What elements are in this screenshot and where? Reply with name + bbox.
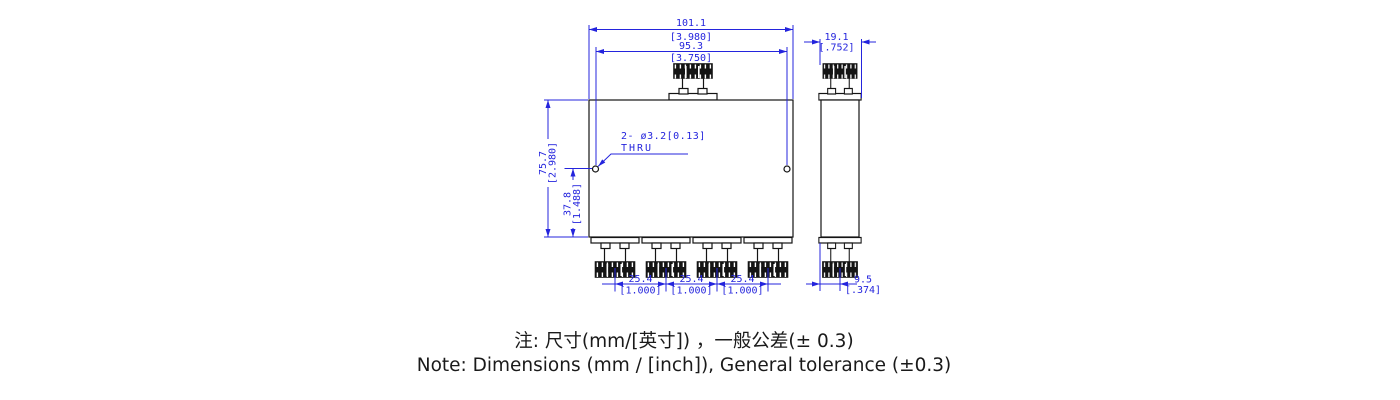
hole-callout-size-label: 2- ø3.2[0.13] bbox=[621, 131, 706, 142]
extension-lines bbox=[588, 25, 794, 99]
dim-side-width: 19.1 [.752] bbox=[804, 32, 876, 98]
body-height-mm-label: 75.7 bbox=[538, 151, 549, 175]
front-view bbox=[588, 62, 794, 279]
dimension-arrow bbox=[596, 49, 604, 54]
hole-callout-thru-label: THRU bbox=[621, 143, 653, 154]
dimension-arrow bbox=[545, 229, 551, 237]
text-mask bbox=[546, 139, 556, 187]
note-line-cn: 注: 尺寸(mm/[英寸]) ，一般公差(± 0.3) bbox=[514, 331, 854, 352]
port-centerlines bbox=[614, 268, 769, 292]
overall-width-inch-label: [3.980] bbox=[670, 32, 712, 43]
dim-port-pitch-chain: 25.4 [1.000] 25.4 [1.000] 25.4 [1.000] bbox=[602, 268, 781, 297]
dimension-arrow bbox=[785, 27, 793, 32]
hole-spacing-inch-label: [3.750] bbox=[670, 53, 712, 64]
port-pitch-3-mm-label: 25.4 bbox=[730, 274, 754, 285]
port-pitch-1-mm-label: 25.4 bbox=[628, 274, 652, 285]
port-pitch-1-inch-label: [1.000] bbox=[619, 286, 661, 297]
dim-overall-width: 101.1 [3.980] bbox=[588, 18, 794, 99]
dimension-arrow bbox=[861, 39, 870, 45]
body-height-inch-label: [2.980] bbox=[548, 142, 559, 184]
dim-hole-height: 37.8 [1.488] bbox=[563, 168, 592, 237]
hole-height-mm-label: 37.8 bbox=[563, 192, 574, 216]
dimension-arrow bbox=[666, 281, 674, 287]
port-pitch-3-inch-label: [1.000] bbox=[721, 286, 763, 297]
overall-width-mm-label: 101.1 bbox=[676, 18, 706, 29]
dimension-arrow bbox=[545, 100, 551, 108]
dimension-arrow bbox=[615, 281, 623, 287]
dimension-arrow bbox=[760, 281, 768, 287]
dimension-arrow bbox=[812, 39, 820, 45]
port-pitch-2-inch-label: [1.000] bbox=[670, 286, 712, 297]
side-top-connector bbox=[818, 62, 862, 101]
front-view-body bbox=[588, 99, 794, 238]
hole-callout: 2- ø3.2[0.13] THRU bbox=[597, 131, 706, 167]
extension-lines bbox=[804, 39, 876, 98]
mounting-hole-right bbox=[783, 165, 791, 173]
dimension-arrow bbox=[570, 229, 576, 237]
side-port-offset-inch-label: [.374] bbox=[845, 285, 881, 296]
leader-arrow bbox=[598, 159, 606, 167]
side-view-body bbox=[820, 99, 860, 238]
dimension-arrow bbox=[589, 27, 597, 32]
dimension-arrow bbox=[570, 168, 576, 177]
dimension-arrow bbox=[812, 281, 820, 287]
dimension-arrow bbox=[717, 281, 725, 287]
mounting-hole-left bbox=[591, 165, 600, 173]
dim-hole-spacing: 95.3 [3.750] bbox=[595, 41, 788, 165]
dimension-arrow bbox=[709, 281, 717, 287]
dim-body-height: 75.7 [2.980] bbox=[538, 99, 588, 238]
dimension-arrow bbox=[779, 49, 787, 54]
note-line-en: Note: Dimensions (mm / [inch]), General … bbox=[416, 355, 952, 376]
side-view bbox=[818, 62, 862, 279]
notes-block: 注: 尺寸(mm/[英寸]) ，一般公差(± 0.3) Note: Dimens… bbox=[334, 330, 1034, 378]
input-port-connector bbox=[668, 62, 718, 101]
side-width-mm-label: 19.1 bbox=[824, 32, 848, 43]
hole-spacing-mm-label: 95.3 bbox=[679, 41, 703, 52]
hole-height-inch-label: [1.488] bbox=[572, 183, 583, 225]
dim-side-port-offset: 9.5 [.374] bbox=[806, 243, 881, 296]
side-port-offset-mm-label: 9.5 bbox=[854, 275, 872, 286]
dimension-arrow bbox=[658, 281, 666, 287]
port-pitch-2-mm-label: 25.4 bbox=[679, 274, 703, 285]
text-mask bbox=[571, 180, 581, 228]
dimension-arrow bbox=[840, 281, 848, 287]
extension-lines bbox=[595, 47, 788, 165]
side-width-inch-label: [.752] bbox=[818, 43, 854, 54]
